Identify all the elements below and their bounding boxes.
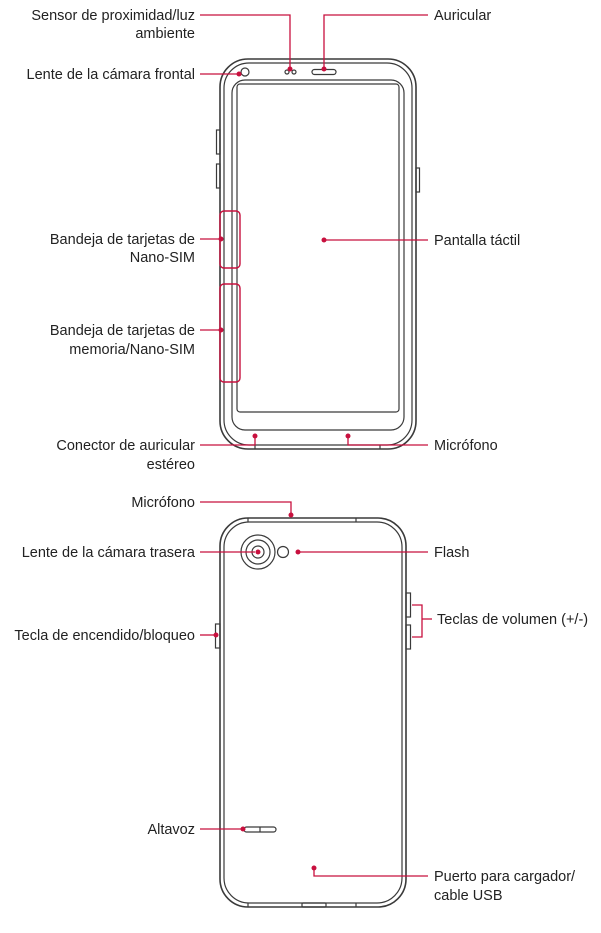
back-labels: Micrófono Lente de la cámara trasera Fla… — [14, 495, 588, 904]
proximity-sensor-label-line2: ambiente — [135, 26, 195, 42]
volume-keys-label: Teclas de volumen (+/-) — [437, 612, 588, 628]
flash-light — [276, 545, 290, 559]
volume-down-key — [405, 624, 412, 650]
top-microphone-label: Micrófono — [131, 495, 195, 511]
bottom-microphone-dot — [345, 433, 351, 439]
proximity-sensor-dot — [287, 66, 293, 72]
nano-sim-dot — [218, 236, 224, 242]
charger-port-label-line2: cable USB — [434, 888, 503, 904]
front-leader-lines — [200, 14, 428, 446]
front-camera-lens — [240, 67, 250, 77]
earpiece-label: Auricular — [434, 8, 491, 24]
headset-jack-dot — [252, 433, 258, 439]
front-left-side-button-2 — [215, 163, 221, 189]
front-right-side-button — [415, 167, 421, 193]
proximity-sensor-right — [291, 69, 297, 75]
touch-screen-label: Pantalla táctil — [434, 233, 520, 249]
top-microphone-leader — [200, 501, 292, 514]
proximity-sensor-leader — [200, 14, 291, 67]
rear-camera-dot — [255, 549, 261, 555]
phone-front-view — [215, 58, 421, 450]
usb-port — [301, 902, 327, 908]
power-key-label: Tecla de encendido/bloqueo — [14, 628, 195, 644]
phone-back-view — [214, 517, 412, 908]
earpiece-leader — [323, 14, 428, 67]
nano-sim-label-line1: Bandeja de tarjetas de — [50, 232, 195, 248]
front-screen-bezel — [231, 79, 405, 431]
back-body-outline — [219, 517, 407, 908]
volume-keys-bracket — [412, 604, 423, 638]
memory-tray-label-line2: memoria/Nano-SIM — [69, 342, 195, 358]
front-labels: Sensor de proximidad/luz ambiente Auricu… — [27, 8, 521, 473]
front-camera-dot — [236, 71, 242, 77]
memory-tray-highlight — [219, 283, 241, 383]
speaker-dot — [240, 826, 246, 832]
front-camera-label: Lente de la cámara frontal — [27, 67, 195, 83]
touch-screen-dot — [321, 237, 327, 243]
flash-dot — [295, 549, 301, 555]
earpiece-dot — [321, 66, 327, 72]
headset-jack-leader — [200, 437, 256, 446]
front-body-outline — [219, 58, 417, 450]
back-body-inner-edge — [223, 521, 403, 904]
headset-jack-label-line2: estéreo — [147, 457, 195, 473]
volume-up-key — [405, 592, 412, 618]
nano-sim-label-line2: Nano-SIM — [130, 250, 195, 266]
charger-port-leader — [313, 869, 428, 877]
speaker-label: Altavoz — [147, 822, 195, 838]
bottom-microphone-label: Micrófono — [434, 438, 498, 454]
front-left-side-button-1 — [215, 129, 221, 155]
top-microphone-dot — [288, 512, 294, 518]
headset-jack-label-line1: Conector de auricular — [56, 438, 195, 454]
rear-camera-label: Lente de la cámara trasera — [22, 545, 196, 561]
front-body-inner-edge — [223, 62, 413, 446]
touch-screen — [236, 83, 400, 413]
memory-tray-label-line1: Bandeja de tarjetas de — [50, 323, 195, 339]
charger-port-label-line1: Puerto para cargador/ — [434, 869, 576, 885]
charger-port-dot — [311, 865, 317, 871]
power-key-dot — [213, 632, 219, 638]
bottom-microphone-leader — [347, 437, 428, 446]
back-leader-lines — [200, 501, 432, 877]
proximity-sensor-left — [284, 69, 290, 75]
flash-label: Flash — [434, 545, 469, 561]
proximity-sensor-label-line1: Sensor de proximidad/luz — [31, 8, 195, 24]
memory-tray-dot — [218, 327, 224, 333]
